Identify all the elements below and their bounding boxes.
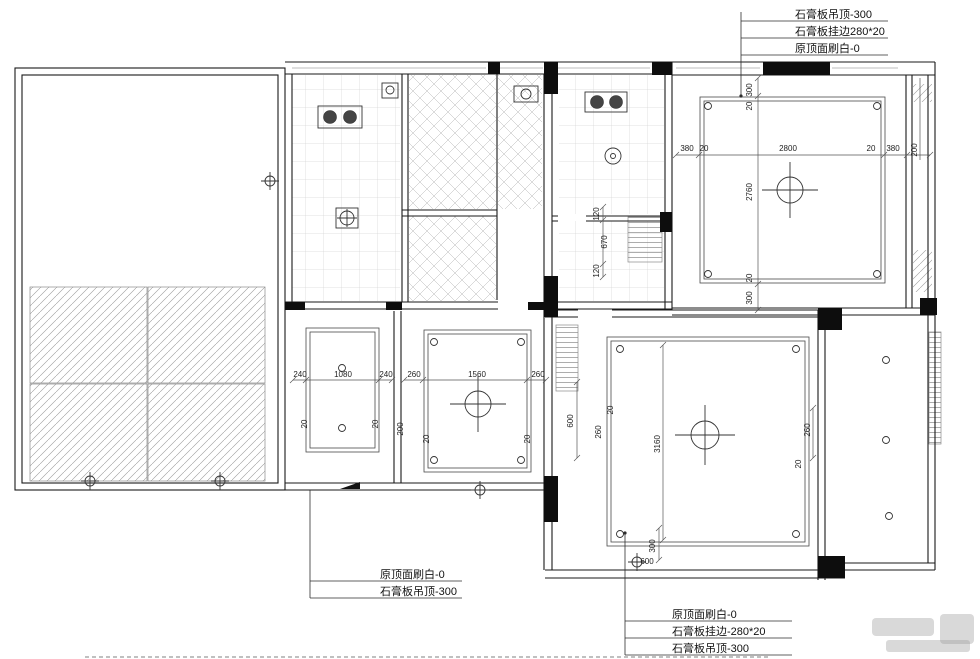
dimension-labels: 300 20 380 20 2800 20 380 200 2760 20 300 120 670 120…: [293, 83, 919, 566]
dimension-label: 260: [594, 425, 603, 439]
dimension-label: 2800: [779, 144, 797, 153]
dimension-label: 3160: [653, 435, 662, 453]
dimension-label: 20: [745, 101, 754, 110]
dimension-label: 20: [700, 144, 709, 153]
dimension-label: 120: [592, 207, 601, 221]
stove-icon-kitchen2: [584, 91, 628, 113]
dimension-label: 20: [745, 273, 754, 282]
dimension-label: 670: [600, 235, 609, 249]
dimension-label: 20: [867, 144, 876, 153]
stove-icon-kitchen1: [317, 105, 363, 129]
kitchen1-ceiling-lamp-icon: [335, 207, 359, 229]
callout-label: 石膏板挂边280*20: [795, 24, 885, 38]
room-a-ceiling-border: [305, 327, 380, 453]
watermark: [872, 614, 974, 652]
bathroom-mosaic: [409, 75, 542, 301]
dimension-label: 380: [680, 144, 694, 153]
dimension-label: 20: [606, 405, 615, 414]
dimension-label: 20: [422, 434, 431, 443]
callout-top-right: 石膏板吊顶-300 石膏板挂边280*20 原顶面刷白-0: [739, 7, 888, 98]
balcony-hatch-panels: [29, 286, 266, 482]
dimension-label: 380: [886, 144, 900, 153]
dimension-label: 20: [794, 459, 803, 468]
dimension-label: 200: [396, 422, 405, 436]
dimension-label: 600: [640, 557, 654, 566]
symbols: [81, 82, 893, 571]
dimension-lines: [289, 74, 934, 564]
downlight-icons: [338, 102, 893, 538]
dimension-label: 240: [293, 370, 307, 379]
kitchen1-tile-grid: [292, 75, 400, 301]
sink-icon-kitchen1: [381, 82, 399, 99]
dimension-label: 200: [910, 143, 919, 157]
callout-label: 石膏板挂边-280*20: [672, 624, 766, 638]
ceiling-borders: [305, 96, 886, 547]
dimension-label: 300: [745, 291, 754, 305]
bedroom-ceiling-border: [699, 96, 886, 284]
dimension-label: 260: [803, 423, 812, 437]
callout-bottom-center: 原顶面刷白-0 石膏板吊顶-300: [309, 490, 462, 599]
room-b-ceiling-border: [423, 329, 532, 473]
door-swing-icon: [340, 482, 360, 489]
kitchen2-tile-grid: [559, 75, 664, 301]
dimension-label: 300: [648, 539, 657, 553]
dimension-label: 20: [371, 419, 380, 428]
sink-icon-kitchen2: [604, 147, 622, 165]
dimension-label: 240: [379, 370, 393, 379]
wall-solids: [285, 62, 937, 578]
callout-label: 石膏板吊顶-300: [380, 584, 457, 598]
callout-label: 原顶面刷白-0: [672, 607, 737, 621]
dimension-label: 600: [566, 414, 575, 428]
dimension-label: 1080: [334, 370, 352, 379]
room-b-ceiling-lamp-icon: [450, 376, 506, 432]
dimension-label: 1560: [468, 370, 486, 379]
datum-mark-icons: [81, 172, 646, 571]
callout-label: 原顶面刷白-0: [795, 41, 860, 55]
room-c-ceiling-lamp-icon: [675, 405, 735, 465]
dimension-label: 260: [531, 370, 545, 379]
callout-bottom-right: 原顶面刷白-0 石膏板挂边-280*20 石膏板吊顶-300: [623, 531, 792, 656]
room-c-ceiling-border: [606, 336, 810, 547]
dimension-label: 260: [407, 370, 421, 379]
dimension-label: 20: [300, 419, 309, 428]
sink-icon-bathroom: [513, 85, 539, 103]
dimension-label: 2760: [745, 183, 754, 201]
callout-label: 原顶面刷白-0: [380, 567, 445, 581]
dimension-label: 20: [523, 434, 532, 443]
bedroom-ceiling-lamp-icon: [762, 162, 818, 218]
dimension-label: 300: [745, 83, 754, 97]
walls: [14, 61, 936, 580]
callout-label: 石膏板吊顶-300: [672, 641, 749, 655]
callout-label: 石膏板吊顶-300: [795, 7, 872, 21]
finish-patterns: [29, 75, 942, 482]
dimension-label: 120: [592, 264, 601, 278]
